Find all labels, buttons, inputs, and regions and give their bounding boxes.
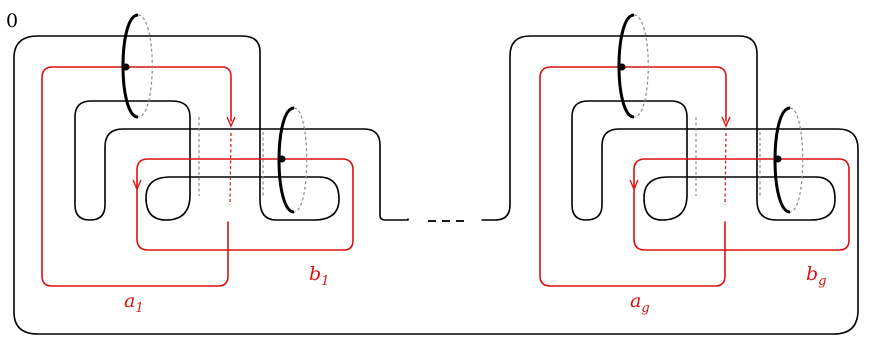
handle-g: ag bg xyxy=(539,13,850,316)
handle-1: a1 b1 xyxy=(41,13,354,316)
intersection-point-1a xyxy=(122,63,130,71)
a-label-g: ag xyxy=(630,290,650,316)
b-curve-1 xyxy=(136,158,354,251)
a-curve-g-hidden xyxy=(724,132,727,206)
framing-label: 0 xyxy=(6,10,18,32)
a-curve-g xyxy=(539,66,727,287)
meridian-gb-hidden xyxy=(789,107,804,213)
a-curve-1-hidden xyxy=(229,132,232,206)
b-label-1: b1 xyxy=(309,263,329,289)
meridian-1b-hidden xyxy=(293,107,308,213)
b-label-g: bg xyxy=(806,263,827,289)
a-curve-1-arrow xyxy=(226,116,236,128)
a-curve-g-arrow xyxy=(721,116,731,128)
meridian-ga-hidden xyxy=(633,14,649,118)
outer-knot-band xyxy=(13,35,859,335)
b-curve-1-arrow xyxy=(132,179,142,191)
a-label-1: a1 xyxy=(124,290,144,316)
intersection-point-gb xyxy=(774,155,782,163)
ellipsis-text: ... xyxy=(445,133,463,155)
a-curve-1 xyxy=(41,66,232,287)
b-curve-g-arrow xyxy=(629,179,639,191)
intersection-point-1b xyxy=(278,155,286,163)
meridian-1a-hidden xyxy=(137,14,153,118)
intersection-point-ga xyxy=(618,63,626,71)
b-curve-g xyxy=(633,158,850,251)
